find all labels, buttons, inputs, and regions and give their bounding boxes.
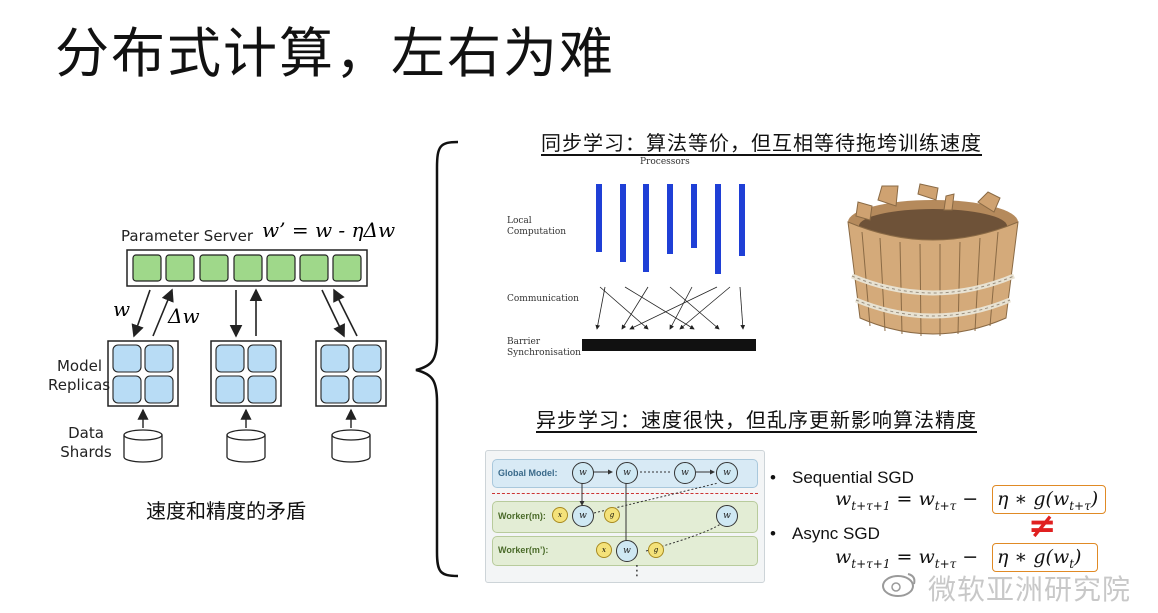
divider-line	[492, 493, 758, 494]
replica-group	[107, 340, 179, 407]
arrow-up	[152, 288, 174, 337]
bullet-dot: •	[770, 468, 776, 487]
sequential-gradient-box: η ∗ g(wt+τ)	[992, 485, 1106, 514]
global-node: w	[572, 462, 594, 484]
async-caption: 异步学习：速度很快，但乱序更新影响算法精度	[536, 408, 977, 432]
worker-node: w	[616, 540, 638, 562]
global-model-label: Global Model:	[498, 468, 558, 478]
processor-bar	[667, 184, 673, 254]
replica-group	[315, 340, 387, 407]
processor-bar	[643, 184, 649, 272]
worker-m-lane	[492, 501, 758, 533]
global-node: w	[616, 462, 638, 484]
processor-bar	[596, 184, 602, 252]
server-cell	[199, 254, 229, 282]
slide-title: 分布式计算，左右为难	[55, 22, 615, 85]
data-shard-icon	[226, 429, 266, 463]
processor-bar	[620, 184, 626, 262]
not-equal-sign: ≠	[1028, 506, 1057, 546]
worker-g-node: g	[648, 542, 664, 558]
sync-diagram	[582, 184, 756, 351]
processors-label: Processors	[640, 157, 690, 167]
arrow-up	[333, 288, 358, 337]
async-sgd-label: Async SGD	[792, 524, 880, 543]
sync-caption: 同步学习：算法等价，但互相等待拖垮训练速度	[541, 131, 982, 155]
async-equation: wt+τ+1 = wt+τ −	[835, 546, 979, 571]
data-shard-icon	[123, 429, 163, 463]
update-formula: w’ = w - ηΔw	[262, 218, 396, 242]
worker-g-node: g	[604, 507, 620, 523]
server-cell	[332, 254, 362, 282]
left-caption: 速度和精度的矛盾	[146, 499, 306, 523]
server-cell	[266, 254, 296, 282]
server-cell	[165, 254, 195, 282]
bullet-dot: •	[770, 524, 776, 543]
server-cell	[299, 254, 329, 282]
server-cell	[132, 254, 162, 282]
barrier-bar	[582, 339, 756, 351]
async-diagram: Global Model: Worker(m): Worker(m’): w w…	[485, 450, 765, 583]
w-label: w	[113, 297, 131, 321]
curly-brace	[415, 140, 459, 578]
processor-bar	[739, 184, 745, 256]
parameter-server-diagram	[107, 249, 387, 463]
communication-label: Communication	[507, 294, 579, 304]
delta-w-label: Δw	[168, 304, 200, 328]
arrow-down	[321, 289, 345, 338]
wooden-bucket-icon	[847, 183, 1019, 337]
vertical-ellipsis: ⋮	[630, 563, 644, 579]
worker-m2-label: Worker(m’):	[498, 545, 549, 555]
worker-node: w	[716, 505, 738, 527]
sequential-sgd-label: Sequential SGD	[792, 468, 914, 487]
worker-m-label: Worker(m):	[498, 511, 546, 521]
arrow-down	[131, 289, 151, 338]
async-gradient-box: η ∗ g(wt)	[992, 543, 1098, 572]
worker-x-node: x	[596, 542, 612, 558]
sequential-equation: wt+τ+1 = wt+τ −	[835, 488, 979, 513]
watermark-text: 微软亚洲研究院	[928, 573, 1132, 606]
global-node: w	[716, 462, 738, 484]
replica-group	[210, 340, 282, 407]
processor-bar	[715, 184, 721, 274]
weibo-logo-icon	[880, 570, 920, 598]
parameter-server-label: Parameter Server	[121, 227, 253, 245]
data-shard-icon	[331, 429, 371, 463]
global-node: w	[674, 462, 696, 484]
worker-x-node: x	[552, 507, 568, 523]
processor-bar	[691, 184, 697, 248]
worker-node: w	[572, 505, 594, 527]
server-cell	[233, 254, 263, 282]
